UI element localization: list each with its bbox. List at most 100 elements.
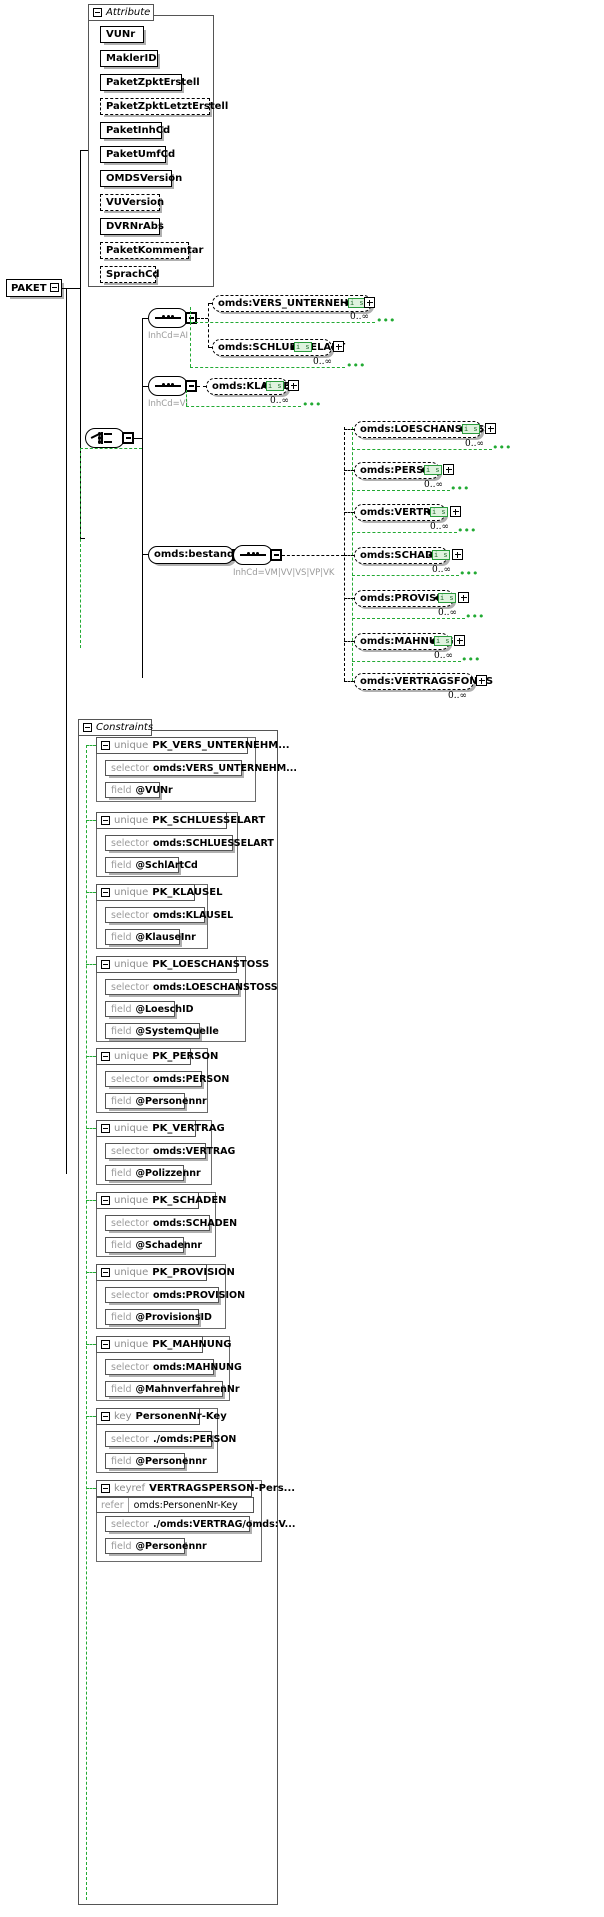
- sequence-vi-collapse-icon[interactable]: [185, 380, 197, 392]
- choice-compositor[interactable]: [85, 428, 129, 452]
- element-omds-vers-unternehmen[interactable]: omds:VERS_UNTERNEHMEN: [212, 295, 373, 312]
- attribute-paketzpktletzterstell[interactable]: PaketZpktLetztErstell: [100, 98, 228, 115]
- attribute-sprachcd[interactable]: SprachCd: [100, 266, 160, 283]
- minus-icon[interactable]: [101, 741, 110, 750]
- constraint-selector-row[interactable]: selector omds:PERSON: [105, 1071, 229, 1087]
- attribute-paketzpkterstell[interactable]: PaketZpktErstell: [100, 74, 200, 91]
- constraint-selector-row[interactable]: selector omds:PROVISION: [105, 1287, 245, 1303]
- selector-label: selector: [111, 1361, 149, 1373]
- constraint-field-row[interactable]: field @KlauseInr: [105, 929, 196, 945]
- minus-icon[interactable]: [101, 1196, 110, 1205]
- constraint-header-pk-schluesselart[interactable]: unique PK_SCHLUESSELART: [96, 812, 265, 829]
- expand-icon[interactable]: [452, 549, 463, 560]
- selector-label: selector: [111, 1518, 149, 1530]
- constraint-field-row[interactable]: field @Personennr: [105, 1538, 207, 1554]
- constraint-header-pk-klausel[interactable]: unique PK_KLAUSEL: [96, 884, 222, 901]
- attribute-maklerid[interactable]: MaklerID: [100, 50, 158, 67]
- constraint-header-personennr-key[interactable]: key PersonenNr-Key: [96, 1408, 227, 1425]
- minus-icon[interactable]: [101, 816, 110, 825]
- attribute-paketumfcd[interactable]: PaketUmfCd: [100, 146, 175, 163]
- expand-icon[interactable]: [450, 506, 461, 517]
- attribute-group-header[interactable]: Attribute: [88, 4, 154, 21]
- expand-icon[interactable]: [485, 423, 496, 434]
- constraint-field-row[interactable]: field @LoeschID: [105, 1001, 194, 1017]
- constraint-header-pk-provision[interactable]: unique PK_PROVISION: [96, 1264, 235, 1281]
- sequence-compositor-ai[interactable]: [148, 308, 192, 332]
- constraint-header-pk-mahnung[interactable]: unique PK_MAHNUNG: [96, 1336, 232, 1353]
- minus-icon[interactable]: [101, 1268, 110, 1277]
- element-omds-loeschanstoss[interactable]: omds:LOESCHANSTOSS: [354, 421, 491, 438]
- minus-icon[interactable]: [101, 1412, 110, 1421]
- constraint-selector-row[interactable]: selector omds:KLAUSEL: [105, 907, 233, 923]
- expand-icon[interactable]: [364, 297, 375, 308]
- constraint-selector-row[interactable]: selector omds:MAHNUNG: [105, 1359, 242, 1375]
- constraint-field-row[interactable]: field @ProvisionsID: [105, 1309, 212, 1325]
- element-omds-vertragsfonds[interactable]: omds:VERTRAGSFONDS: [354, 673, 493, 690]
- occurrence-label: 0..∞: [270, 396, 289, 406]
- expand-icon[interactable]: [288, 380, 299, 391]
- element-omds-schluesselart[interactable]: omds:SCHLUESSELART: [212, 339, 345, 356]
- constraint-name: PK_KLAUSEL: [152, 887, 223, 898]
- constraints-group-header[interactable]: Constraints: [78, 719, 154, 736]
- sequence-bestand-collapse-icon[interactable]: [270, 549, 282, 561]
- paket-collapse-icon[interactable]: [50, 283, 59, 292]
- more-dots: •••: [465, 610, 485, 623]
- minus-icon[interactable]: [93, 8, 102, 17]
- constraint-refer-row[interactable]: refer omds:PersonenNr-Key: [96, 1497, 254, 1513]
- constraint-header-pk-vertrag[interactable]: unique PK_VERTRAG: [96, 1120, 225, 1137]
- constraints-group-title: Constraints: [96, 722, 154, 733]
- constraint-field-row[interactable]: field @MahnverfahrenNr: [105, 1381, 240, 1397]
- choice-collapse-icon[interactable]: [122, 432, 134, 444]
- attribute-vunr[interactable]: VUNr: [100, 26, 144, 43]
- constraint-selector-row[interactable]: selector omds:SCHADEN: [105, 1215, 237, 1231]
- constraint-selector-row[interactable]: selector omds:LOESCHANSTOSS: [105, 979, 278, 995]
- constraint-field-row[interactable]: field @Personennr: [105, 1453, 207, 1469]
- green-connector: [352, 532, 457, 533]
- element-type-badge: i s: [432, 550, 451, 560]
- attribute-omdsversion[interactable]: OMDSVersion: [100, 170, 182, 187]
- attribute-paketinhcd[interactable]: PaketInhCd: [100, 122, 170, 139]
- constraint-header-vertragsperson-keyref[interactable]: keyref VERTRAGSPERSON-Pers...: [96, 1480, 295, 1497]
- constraint-header-pk-schaden[interactable]: unique PK_SCHADEN: [96, 1192, 227, 1209]
- attribute-paketkommentar[interactable]: PaketKommentar: [100, 242, 203, 259]
- element-type-badge: i s: [294, 342, 313, 352]
- attribute-dvrnrabs[interactable]: DVRNrAbs: [100, 218, 164, 235]
- expand-icon[interactable]: [454, 635, 465, 646]
- minus-icon[interactable]: [101, 960, 110, 969]
- element-omds-bestand[interactable]: omds:bestand: [148, 546, 234, 564]
- sequence-compositor-vi[interactable]: [148, 376, 192, 400]
- constraint-header-pk-loeschanstoss[interactable]: unique PK_LOESCHANSTOSS: [96, 956, 269, 973]
- constraint-header-pk-person[interactable]: unique PK_PERSON: [96, 1048, 218, 1065]
- sequence-compositor-bestand[interactable]: [233, 545, 277, 569]
- constraint-selector-row[interactable]: selector omds:SCHLUESSELART: [105, 835, 274, 851]
- minus-icon[interactable]: [101, 1124, 110, 1133]
- minus-icon[interactable]: [101, 1052, 110, 1061]
- constraint-field-row[interactable]: field @Polizzennr: [105, 1165, 201, 1181]
- sequence-ai-collapse-icon[interactable]: [185, 312, 197, 324]
- constraint-selector-row[interactable]: selector ./omds:PERSON: [105, 1431, 236, 1447]
- attribute-vuversion[interactable]: VUVersion: [100, 194, 164, 211]
- element-omds-schaden[interactable]: omds:SCHADEN: [354, 547, 449, 564]
- expand-icon[interactable]: [476, 675, 487, 686]
- minus-icon[interactable]: [83, 723, 92, 732]
- minus-icon[interactable]: [101, 1484, 110, 1493]
- minus-icon[interactable]: [101, 888, 110, 897]
- constraint-field-row[interactable]: field @VUNr: [105, 782, 173, 798]
- constraint-field-row-2[interactable]: field @SystemQuelle: [105, 1023, 219, 1039]
- expand-icon[interactable]: [443, 464, 454, 475]
- element-omds-vertrag[interactable]: omds:VERTRAG: [354, 504, 447, 521]
- connector: [344, 427, 345, 681]
- minus-icon[interactable]: [101, 1340, 110, 1349]
- constraint-selector-row[interactable]: selector omds:VERS_UNTERNEHM...: [105, 760, 297, 776]
- expand-icon[interactable]: [333, 341, 344, 352]
- constraint-field-row[interactable]: field @Schadennr: [105, 1237, 202, 1253]
- expand-icon[interactable]: [458, 592, 469, 603]
- root-element-paket[interactable]: PAKET: [6, 279, 62, 297]
- element-omds-mahnung[interactable]: omds:MAHNUNG: [354, 633, 454, 650]
- constraint-field-row[interactable]: field @Personennr: [105, 1093, 207, 1109]
- constraint-selector-row[interactable]: selector ./omds:VERTRAG/omds:V...: [105, 1516, 296, 1532]
- constraint-field-row[interactable]: field @SchlArtCd: [105, 857, 198, 873]
- constraint-selector-row[interactable]: selector omds:VERTRAG: [105, 1143, 235, 1159]
- green-connector: [80, 448, 142, 449]
- constraint-header-pk-vers-unternehmen[interactable]: unique PK_VERS_UNTERNEHM...: [96, 737, 290, 754]
